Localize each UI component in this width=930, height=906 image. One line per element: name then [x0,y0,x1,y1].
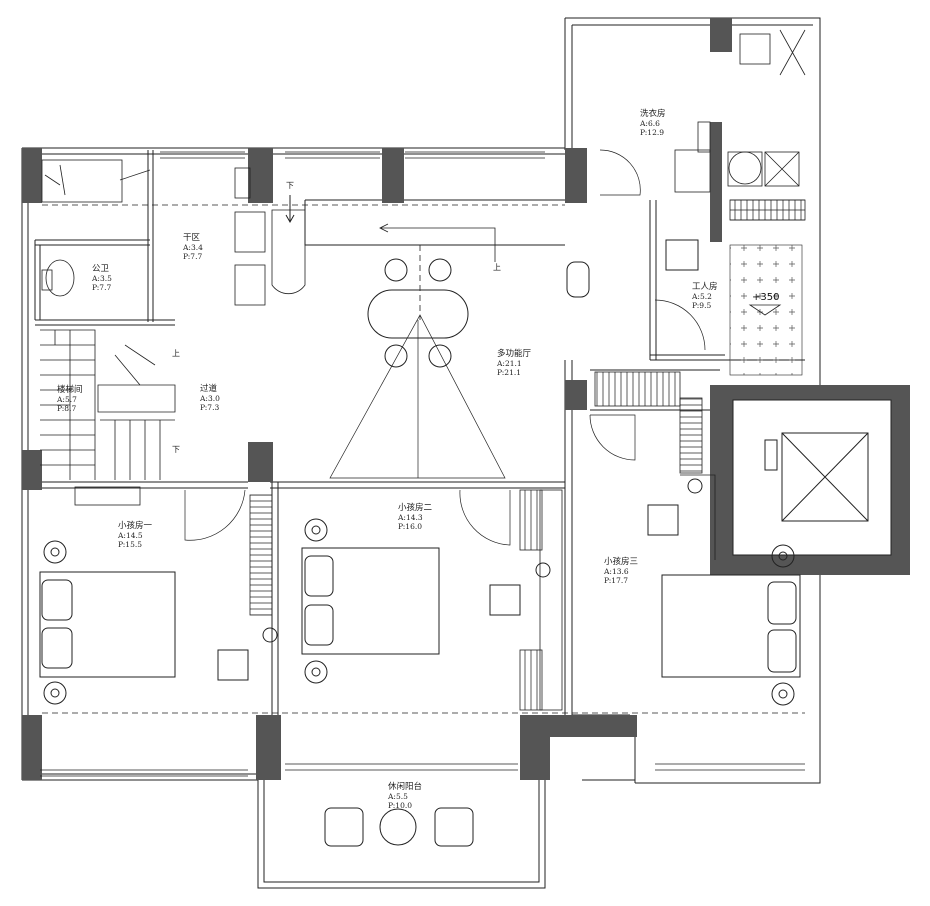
room-area: A:5.5 [388,792,408,801]
elevator-shaft [732,399,892,556]
dining-table [329,258,590,479]
room-multi-hall: 多功能厅 A:21.1 P:21.1 [497,349,532,378]
ceiling-lines [42,204,805,714]
room-area: A:13.6 [604,567,629,576]
room-perimeter: P:17.7 [604,576,629,585]
room-name: 小孩房二 [398,503,433,513]
room-perimeter: P:16.0 [398,522,423,531]
room-perimeter: P:7.7 [183,252,203,261]
room-kids-3: 小孩房三 A:13.6 P:17.7 [604,557,639,586]
stair-down-mark: 下 [286,181,294,190]
staircase [40,329,176,480]
room-perimeter: P:7.3 [200,403,220,412]
room-area: A:14.3 [398,513,423,522]
stair-up-mark: 上 [493,263,501,272]
room-perimeter: P:21.1 [497,368,522,377]
floor-level-label: +350 [752,292,780,303]
wardrobes [74,199,806,711]
room-name: 楼梯间 [57,385,83,395]
room-work-room: 工人房 A:5.2 P:9.5 [692,282,718,311]
wall-columns [22,18,910,780]
stair-arrow-2 [379,223,496,262]
room-name: 公卫 [92,264,110,274]
room-perimeter: P:15.5 [118,540,143,549]
room-perimeter: P:9.5 [692,301,712,310]
stair-up-mark-2: 上 [172,349,180,358]
room-perimeter: P:10.0 [388,801,413,810]
room-perimeter: P:7.7 [92,283,112,292]
room-name: 小孩房三 [604,557,639,567]
room-perimeter: P:8.7 [57,404,77,413]
beds [39,239,801,706]
room-name: 多功能厅 [497,349,532,359]
room-area: A:5.2 [692,292,712,301]
room-kids-2: 小孩房二 A:14.3 P:16.0 [398,503,433,532]
balcony-furniture [324,807,474,847]
elevator-car [764,432,869,522]
room-area: A:5.7 [57,395,77,404]
room-name: 过道 [200,384,218,394]
room-staircase: 楼梯间 A:5.7 P:8.7 [57,385,83,414]
room-name: 干区 [183,233,201,243]
room-area: A:3.5 [92,274,112,283]
stair-arrow [285,195,295,224]
door-swings [119,149,706,546]
room-area: A:6.6 [640,119,660,128]
room-name: 休闲阳台 [388,782,423,792]
room-name: 洗衣房 [640,109,666,119]
windows [40,151,805,777]
room-area: A:21.1 [497,359,522,368]
room-corridor: 过道 A:3.0 P:7.3 [200,384,220,413]
room-laundry: 洗衣房 A:6.6 P:12.9 [640,109,666,138]
room-area: A:3.0 [200,394,220,403]
bath-fixtures [41,29,806,306]
room-dry-zone: 干区 A:3.4 P:7.7 [183,233,203,262]
room-balcony: 休闲阳台 A:5.5 P:10.0 [388,782,423,811]
room-name: 小孩房一 [118,521,153,531]
room-public-bath: 公卫 A:3.5 P:7.7 [92,264,112,293]
room-area: A:14.5 [118,531,143,540]
room-name: 工人房 [692,282,718,292]
level-arrow [748,304,782,316]
stair-down-mark-2: 下 [172,445,180,454]
walls-outline [21,17,821,889]
room-kids-1: 小孩房一 A:14.5 P:15.5 [118,521,153,550]
room-area: A:3.4 [183,243,203,252]
room-perimeter: P:12.9 [640,128,665,137]
cross-tile [729,244,803,376]
